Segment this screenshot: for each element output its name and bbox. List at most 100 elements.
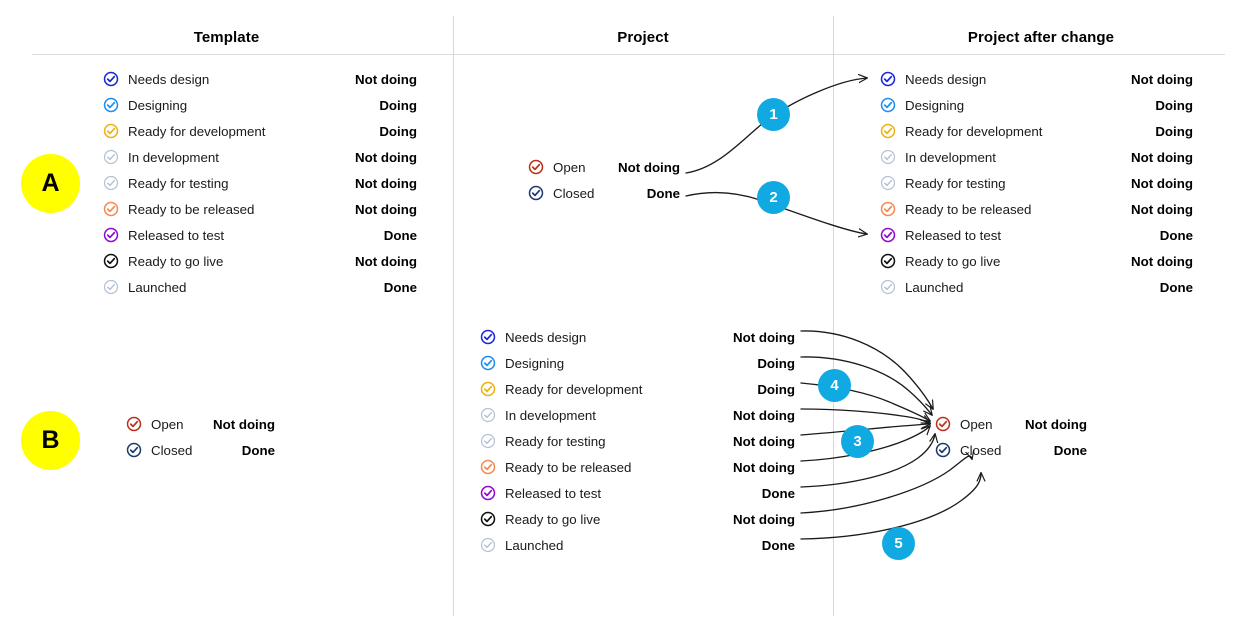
check-circle-icon (480, 407, 496, 423)
column-divider-right (833, 16, 834, 616)
check-circle-icon (103, 279, 119, 295)
status-category: Doing (1155, 97, 1193, 113)
step-badge-4: 4 (818, 369, 851, 402)
status-category: Not doing (1130, 201, 1193, 217)
status-category: Not doing (1130, 175, 1193, 191)
status-row: Open Not doing (528, 154, 680, 180)
check-circle-icon (880, 253, 896, 269)
check-circle-icon (528, 159, 544, 175)
status-category: Done (761, 485, 795, 501)
status-row: Ready to be released Not doing (103, 196, 417, 222)
status-name: Launched (128, 279, 187, 295)
status-row: Needs design Not doing (480, 324, 795, 350)
check-circle-icon (935, 442, 951, 458)
check-circle-icon (126, 416, 142, 432)
check-circle-icon (880, 97, 896, 113)
header-divider-line (32, 54, 1225, 55)
status-name: Open (960, 416, 993, 432)
status-name: Closed (553, 185, 595, 201)
status-name: In development (128, 149, 219, 165)
check-circle-icon (480, 433, 496, 449)
status-category: Done (241, 442, 275, 458)
check-circle-icon (880, 279, 896, 295)
section-badge-b: B (21, 411, 80, 470)
check-circle-icon (880, 123, 896, 139)
status-name: Ready to be released (505, 459, 632, 475)
arrow-b-ready-to-go-live-to-closed (800, 456, 972, 514)
status-category: Done (383, 279, 417, 295)
check-circle-icon (880, 71, 896, 87)
status-category: Not doing (1130, 253, 1193, 269)
check-circle-icon (103, 253, 119, 269)
check-circle-icon (880, 175, 896, 191)
check-circle-icon (480, 355, 496, 371)
status-name: Ready to be released (905, 201, 1032, 217)
step-badge-2: 2 (757, 181, 790, 214)
status-name: Released to test (505, 485, 602, 501)
status-name: Needs design (128, 71, 210, 87)
status-name: Ready for development (128, 123, 266, 139)
check-circle-icon (880, 149, 896, 165)
check-circle-icon (880, 201, 896, 217)
check-circle-icon (103, 71, 119, 87)
status-name: Open (553, 159, 586, 175)
check-circle-icon (103, 97, 119, 113)
status-name: In development (505, 407, 596, 423)
check-circle-icon (480, 381, 496, 397)
status-name: In development (905, 149, 996, 165)
status-category: Not doing (354, 71, 417, 87)
status-category: Not doing (617, 159, 680, 175)
status-category: Not doing (732, 433, 795, 449)
step-badge-5: 5 (882, 527, 915, 560)
status-row: Released to test Done (480, 480, 795, 506)
status-category: Done (646, 185, 680, 201)
status-name: Ready to go live (505, 511, 601, 527)
status-category: Doing (379, 123, 417, 139)
check-circle-icon (528, 185, 544, 201)
status-category: Not doing (732, 329, 795, 345)
status-row: Open Not doing (935, 411, 1087, 437)
status-category: Not doing (354, 201, 417, 217)
check-circle-icon (480, 537, 496, 553)
status-name: Ready to go live (905, 253, 1001, 269)
check-circle-icon (880, 227, 896, 243)
status-category: Not doing (1024, 416, 1087, 432)
status-name: Released to test (905, 227, 1002, 243)
status-name: Open (151, 416, 184, 432)
check-circle-icon (103, 227, 119, 243)
status-category: Not doing (354, 253, 417, 269)
status-name: Ready to be released (128, 201, 255, 217)
status-name: Needs design (505, 329, 587, 345)
status-row: Needs design Not doing (103, 66, 417, 92)
check-circle-icon (103, 123, 119, 139)
check-circle-icon (103, 175, 119, 191)
status-row: Closed Done (528, 180, 680, 206)
status-row: Ready for development Doing (103, 118, 417, 144)
status-name: Ready for development (505, 381, 643, 397)
status-name: Ready for testing (128, 175, 229, 191)
status-row: Launched Done (103, 274, 417, 300)
status-category: Done (761, 537, 795, 553)
status-category: Not doing (212, 416, 275, 432)
status-row: Open Not doing (126, 411, 275, 437)
status-name: Designing (128, 97, 188, 113)
check-circle-icon (480, 485, 496, 501)
